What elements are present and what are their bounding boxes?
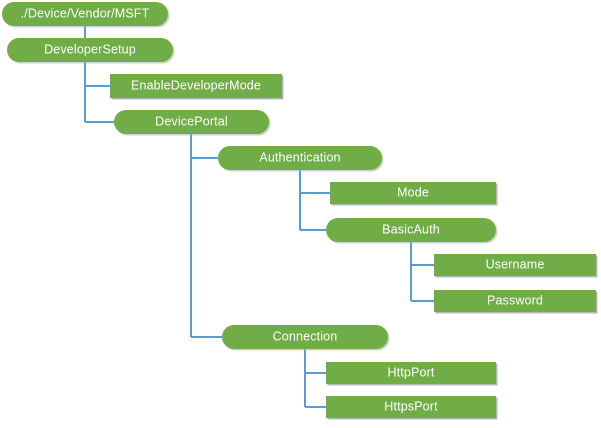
- node-developersetup[interactable]: DeveloperSetup: [7, 38, 173, 62]
- node-label: BasicAuth: [382, 222, 440, 237]
- node-mode[interactable]: Mode: [330, 182, 496, 204]
- node-root[interactable]: ./Device/Vendor/MSFT: [2, 2, 168, 26]
- node-basicauth[interactable]: BasicAuth: [326, 218, 496, 242]
- node-label: Connection: [272, 329, 338, 344]
- node-label: Mode: [397, 185, 429, 200]
- node-authentication[interactable]: Authentication: [218, 146, 382, 170]
- node-label: DevicePortal: [155, 114, 228, 129]
- node-label: Username: [485, 257, 545, 272]
- node-label: EnableDeveloperMode: [130, 78, 262, 93]
- node-label: Password: [486, 293, 544, 308]
- node-label: Authentication: [259, 150, 341, 165]
- node-httpport[interactable]: HttpPort: [326, 362, 496, 384]
- node-username[interactable]: Username: [434, 254, 596, 276]
- node-label: HttpsPort: [384, 399, 438, 414]
- node-enabledevelopermode[interactable]: EnableDeveloperMode: [110, 74, 282, 98]
- node-deviceportal[interactable]: DevicePortal: [114, 110, 269, 134]
- node-label: DeveloperSetup: [44, 42, 136, 57]
- node-password[interactable]: Password: [434, 290, 596, 312]
- node-httpsport[interactable]: HttpsPort: [326, 396, 496, 418]
- node-label: HttpPort: [387, 365, 435, 380]
- node-connection[interactable]: Connection: [222, 325, 388, 349]
- node-label: ./Device/Vendor/MSFT: [20, 6, 150, 21]
